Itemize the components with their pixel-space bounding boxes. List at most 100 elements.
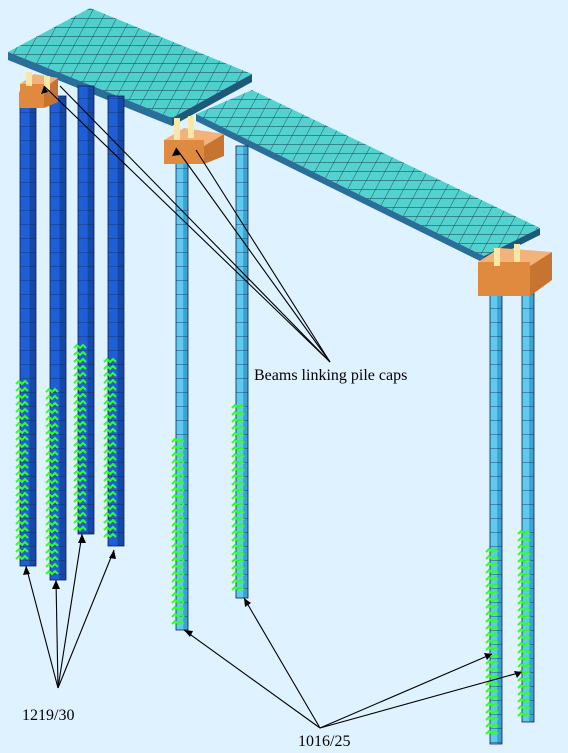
- support-spring: [73, 378, 87, 385]
- support-spring: [45, 429, 59, 436]
- support-spring: [485, 708, 499, 715]
- piles-group: [15, 85, 535, 745]
- pile-cap-right: [478, 244, 552, 296]
- support-spring: [231, 578, 245, 585]
- support-spring: [231, 445, 245, 452]
- support-spring: [231, 564, 245, 571]
- support-spring: [45, 401, 59, 408]
- support-spring: [73, 483, 87, 490]
- support-spring: [45, 422, 59, 429]
- pile-mid-2: [231, 145, 249, 599]
- support-spring: [485, 680, 499, 687]
- support-spring: [517, 683, 531, 690]
- support-spring: [171, 444, 185, 451]
- support-spring: [45, 471, 59, 478]
- support-spring: [45, 534, 59, 541]
- support-spring: [103, 490, 117, 497]
- support-spring: [485, 624, 499, 631]
- support-spring: [15, 554, 29, 561]
- support-spring: [15, 449, 29, 456]
- support-spring: [103, 518, 117, 525]
- support-spring: [15, 540, 29, 547]
- support-spring: [517, 662, 531, 669]
- support-spring: [485, 575, 499, 582]
- support-spring: [45, 506, 59, 513]
- support-spring: [45, 464, 59, 471]
- support-spring: [103, 406, 117, 413]
- pile-right-1: [485, 293, 503, 745]
- support-spring: [231, 571, 245, 578]
- support-spring: [45, 541, 59, 548]
- support-spring: [103, 469, 117, 476]
- arrowhead: [184, 630, 193, 637]
- support-spring: [103, 504, 117, 511]
- beam-leader-3: [175, 147, 331, 363]
- support-spring: [73, 476, 87, 483]
- support-spring: [485, 638, 499, 645]
- pile-mesh: [20, 92, 36, 566]
- support-spring: [171, 458, 185, 465]
- support-spring: [171, 591, 185, 598]
- support-spring: [73, 511, 87, 518]
- support-spring: [485, 645, 499, 652]
- pile-leader-b2: [243, 597, 321, 729]
- support-spring: [517, 550, 531, 557]
- support-spring: [103, 476, 117, 483]
- support-spring: [45, 520, 59, 527]
- support-spring: [517, 641, 531, 648]
- support-spring: [73, 448, 87, 455]
- support-spring: [73, 399, 87, 406]
- pile-leader-a3: [57, 533, 83, 689]
- support-spring: [485, 554, 499, 561]
- arrowhead: [52, 580, 60, 589]
- support-spring: [231, 536, 245, 543]
- arrowhead: [109, 550, 116, 559]
- support-spring: [231, 501, 245, 508]
- pile-size-label-left: 1219/30: [22, 707, 74, 724]
- arrowhead: [484, 653, 492, 660]
- support-spring: [517, 704, 531, 711]
- arrowhead: [78, 534, 86, 543]
- support-spring: [73, 441, 87, 448]
- support-spring: [103, 357, 117, 364]
- support-spring: [485, 666, 499, 673]
- support-spring: [103, 497, 117, 504]
- arrowhead: [23, 566, 30, 575]
- support-spring: [103, 434, 117, 441]
- support-spring: [73, 518, 87, 525]
- support-spring: [517, 564, 531, 571]
- support-spring: [231, 403, 245, 410]
- support-spring: [171, 479, 185, 486]
- support-spring: [45, 478, 59, 485]
- support-spring: [103, 483, 117, 490]
- pile-leader-a4: [57, 549, 115, 689]
- support-spring: [45, 562, 59, 569]
- support-spring: [485, 673, 499, 680]
- beams-linking-label: Beams linking pile caps: [254, 367, 407, 384]
- support-spring: [485, 582, 499, 589]
- pile-mesh: [108, 96, 124, 546]
- support-spring: [45, 457, 59, 464]
- support-spring: [517, 557, 531, 564]
- support-spring: [15, 400, 29, 407]
- support-spring: [231, 515, 245, 522]
- support-spring: [231, 487, 245, 494]
- pile-mesh: [176, 160, 188, 630]
- support-spring: [45, 513, 59, 520]
- support-spring: [103, 364, 117, 371]
- support-spring: [231, 417, 245, 424]
- support-spring: [73, 497, 87, 504]
- support-spring: [15, 393, 29, 400]
- arrowhead: [172, 148, 180, 156]
- support-spring: [171, 598, 185, 605]
- support-spring: [171, 472, 185, 479]
- support-spring: [171, 570, 185, 577]
- support-spring: [231, 459, 245, 466]
- support-spring: [485, 722, 499, 729]
- support-spring: [171, 451, 185, 458]
- support-spring: [73, 462, 87, 469]
- support-spring: [73, 364, 87, 371]
- support-spring: [73, 406, 87, 413]
- support-spring: [171, 563, 185, 570]
- support-spring: [73, 504, 87, 511]
